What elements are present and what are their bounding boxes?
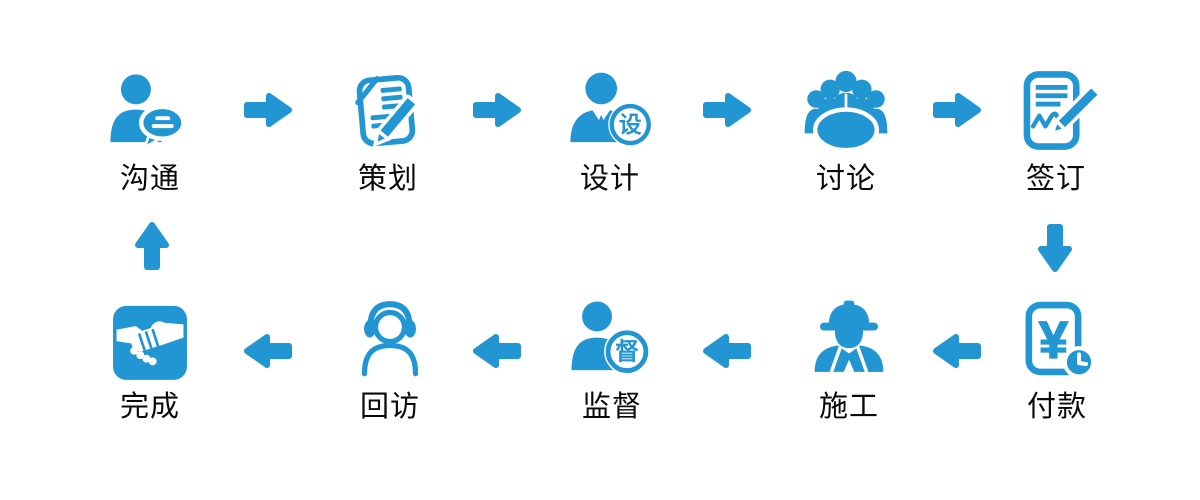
step-follow-up: 回访: [310, 298, 470, 422]
step-label: 付款: [1026, 391, 1087, 423]
step-label: 施工: [818, 391, 879, 423]
arrow-right-icon: [244, 93, 292, 127]
step-label: 完成: [119, 391, 180, 423]
badge-char: 督: [615, 339, 639, 366]
arrow-up-icon: [135, 222, 169, 270]
arrow-right-icon: [703, 93, 751, 127]
step-label: 讨论: [815, 163, 876, 195]
step-label: 签订: [1025, 163, 1086, 195]
step-label: 回访: [359, 391, 420, 423]
step-supervision: 督 监督: [532, 298, 692, 422]
construction-worker-icon: [814, 300, 884, 373]
yuan-symbol: ¥: [1039, 311, 1069, 370]
person-chat-icon: [110, 74, 186, 151]
arrow-down-icon: [1038, 224, 1072, 272]
step-discussion: 讨论: [766, 70, 926, 194]
step-label: 设计: [579, 163, 640, 195]
designer-person-badge-icon: 设: [570, 72, 653, 147]
handshake-icon: [113, 305, 187, 380]
arrow-left-icon: [703, 334, 751, 368]
meeting-group-table-icon: [804, 70, 888, 153]
step-signing: 签订: [976, 70, 1136, 194]
step-label: 策划: [357, 163, 418, 195]
arrow-left-icon: [933, 334, 981, 368]
step-payment: ¥ 付款: [977, 298, 1137, 422]
contract-signing-pen-icon: [1023, 71, 1100, 150]
headset-support-person-icon: [361, 301, 419, 377]
supervisor-person-badge-icon: 督: [571, 301, 650, 375]
step-label: 监督: [581, 391, 642, 423]
badge-char: 设: [619, 111, 642, 137]
step-completion: 完成: [70, 298, 230, 422]
arrow-right-icon: [933, 93, 981, 127]
step-design: 设 设计: [530, 70, 690, 194]
step-label: 沟通: [119, 163, 180, 195]
payment-yuan-clock-icon: ¥: [1025, 301, 1096, 379]
document-pencil-icon: [355, 74, 419, 148]
arrow-left-icon: [473, 334, 521, 368]
arrow-left-icon: [244, 334, 292, 368]
arrow-right-icon: [473, 93, 521, 127]
step-construction: 施工: [769, 298, 929, 422]
step-planning: 策划: [308, 70, 468, 194]
step-communication: 沟通: [70, 70, 230, 194]
